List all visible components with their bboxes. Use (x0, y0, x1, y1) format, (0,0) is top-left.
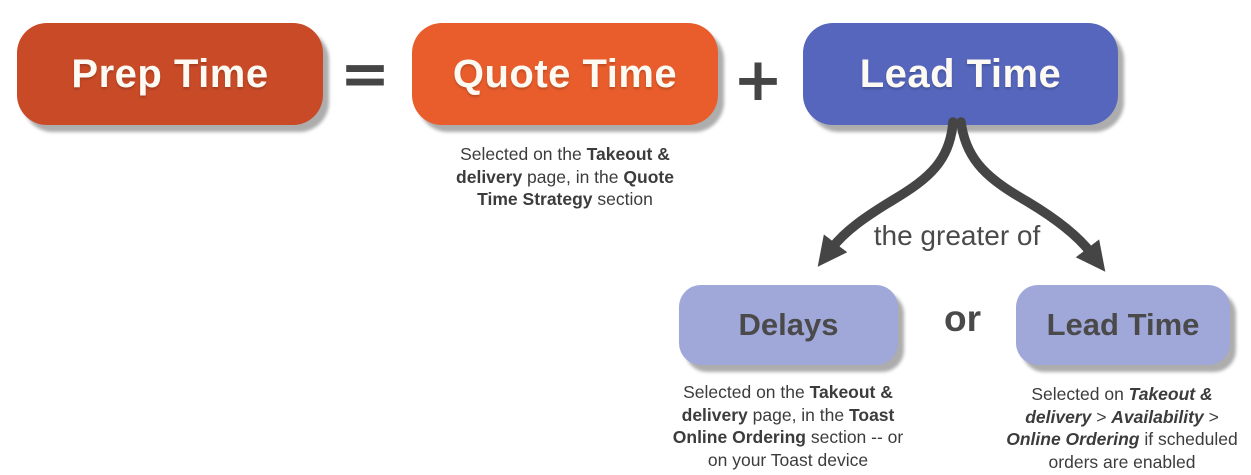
lead-time-label: Lead Time (859, 51, 1062, 96)
lead-time-bottom-label: Lead Time (1046, 307, 1200, 342)
plus-sign: + (732, 45, 784, 115)
quote-time-caption: Selected on the Takeout &delivery page, … (456, 144, 674, 209)
quote-time-box: Quote Time (412, 23, 718, 125)
prep-time-label: Prep Time (71, 51, 269, 96)
greater-of-label: the greater of (873, 220, 1041, 251)
delays-label: Delays (738, 307, 839, 342)
lead-time-bottom-box: Lead Time (1016, 285, 1230, 365)
lead-time-caption: Selected on Takeout &delivery > Availabi… (1006, 384, 1238, 472)
quote-time-label: Quote Time (452, 51, 678, 96)
delays-box: Delays (679, 285, 898, 365)
delays-caption: Selected on the Takeout &delivery page, … (672, 382, 904, 470)
or-label: or (944, 298, 981, 339)
equals-sign: = (339, 39, 391, 109)
lead-time-box: Lead Time (803, 23, 1118, 125)
prep-time-box: Prep Time (17, 23, 323, 125)
